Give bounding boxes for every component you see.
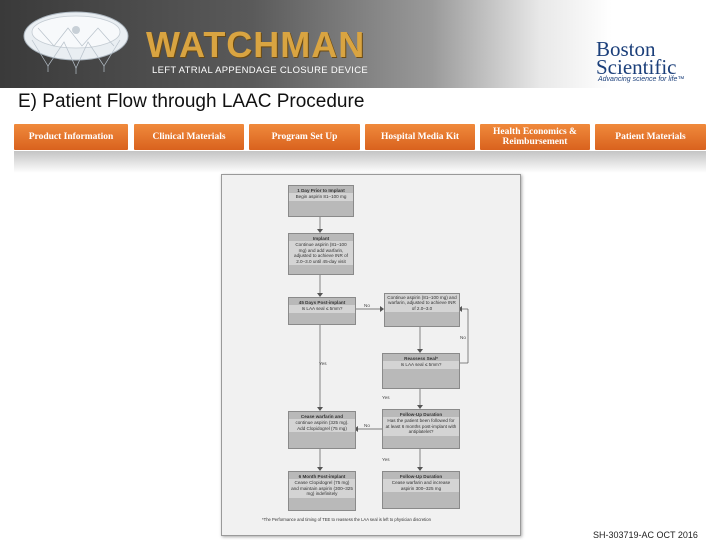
header-banner: WATCHMAN LEFT ATRIAL APPENDAGE CLOSURE D… — [0, 0, 720, 88]
label-no-3: No — [364, 423, 370, 428]
flowchart-connectors — [317, 215, 469, 471]
slide-title: E) Patient Flow through LAAC Procedure — [18, 91, 365, 112]
flow-box-continue-aspirin: Continue aspirin (81–100 mg) and warfari… — [384, 293, 460, 327]
tab-patient-materials[interactable]: Patient Materials — [595, 124, 706, 150]
nav-tabs: Product Information Clinical Materials P… — [14, 124, 706, 150]
label-yes-2: Yes — [382, 395, 390, 400]
tab-health-economics[interactable]: Health Economics & Reimbursement — [480, 124, 590, 150]
tab-clinical-materials[interactable]: Clinical Materials — [134, 124, 244, 150]
flow-box-reassess-seal: Reassess Seal*Is LAA seal ≤ 5mm? — [382, 353, 460, 389]
tab-product-information[interactable]: Product Information — [14, 124, 128, 150]
watchman-device-icon — [23, 11, 129, 74]
company-tagline: Advancing science for life™ — [598, 76, 685, 83]
brand-logo: WATCHMAN — [146, 24, 366, 65]
tab-program-set-up[interactable]: Program Set Up — [249, 124, 360, 150]
label-no-1: No — [364, 303, 370, 308]
label-yes-3: Yes — [382, 457, 390, 462]
nav-shadow — [14, 151, 706, 173]
tab-hospital-media-kit[interactable]: Hospital Media Kit — [365, 124, 475, 150]
brand-subtitle: LEFT ATRIAL APPENDAGE CLOSURE DEVICE — [152, 65, 368, 76]
label-no-2: No — [460, 335, 466, 340]
flowchart-footnote: *The Performance and timing of TEE to re… — [262, 517, 431, 522]
document-code: SH-303719-AC OCT 2016 — [593, 530, 698, 540]
label-yes-1: Yes — [319, 361, 327, 366]
